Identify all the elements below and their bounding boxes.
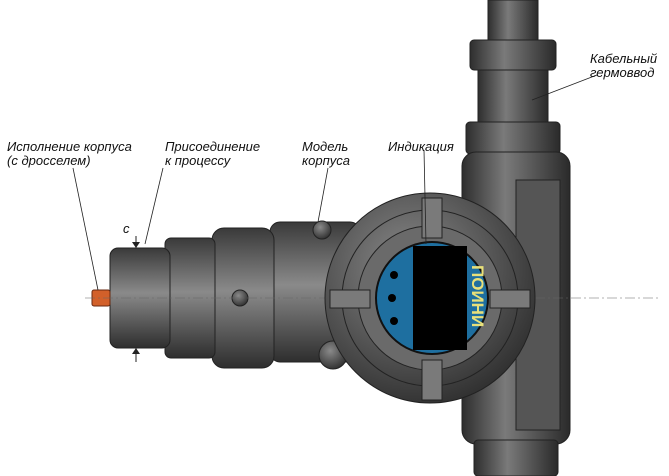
label-line: корпуса xyxy=(302,153,350,168)
label-indication: Индикация xyxy=(388,140,454,154)
dimension-c-label: c xyxy=(123,221,130,236)
label-line: (с дросселем) xyxy=(7,153,91,168)
label-line: Индикация xyxy=(388,139,454,154)
cable-gland xyxy=(465,0,561,155)
leader-lines xyxy=(72,74,598,291)
label-line: гермоввод xyxy=(590,65,655,80)
label-line: к процессу xyxy=(165,153,231,168)
label-line: Кабельный xyxy=(590,51,658,66)
bottom-nut xyxy=(473,439,559,476)
label-line: Модель xyxy=(302,139,349,154)
ground-screw xyxy=(312,220,332,240)
label-line: Присоединение xyxy=(165,139,261,154)
logo: ПОИНИ xyxy=(468,265,487,327)
label-line: Исполнение корпуса xyxy=(7,139,132,154)
label-housing-variant: Исполнение корпуса(с дросселем) xyxy=(7,140,132,168)
